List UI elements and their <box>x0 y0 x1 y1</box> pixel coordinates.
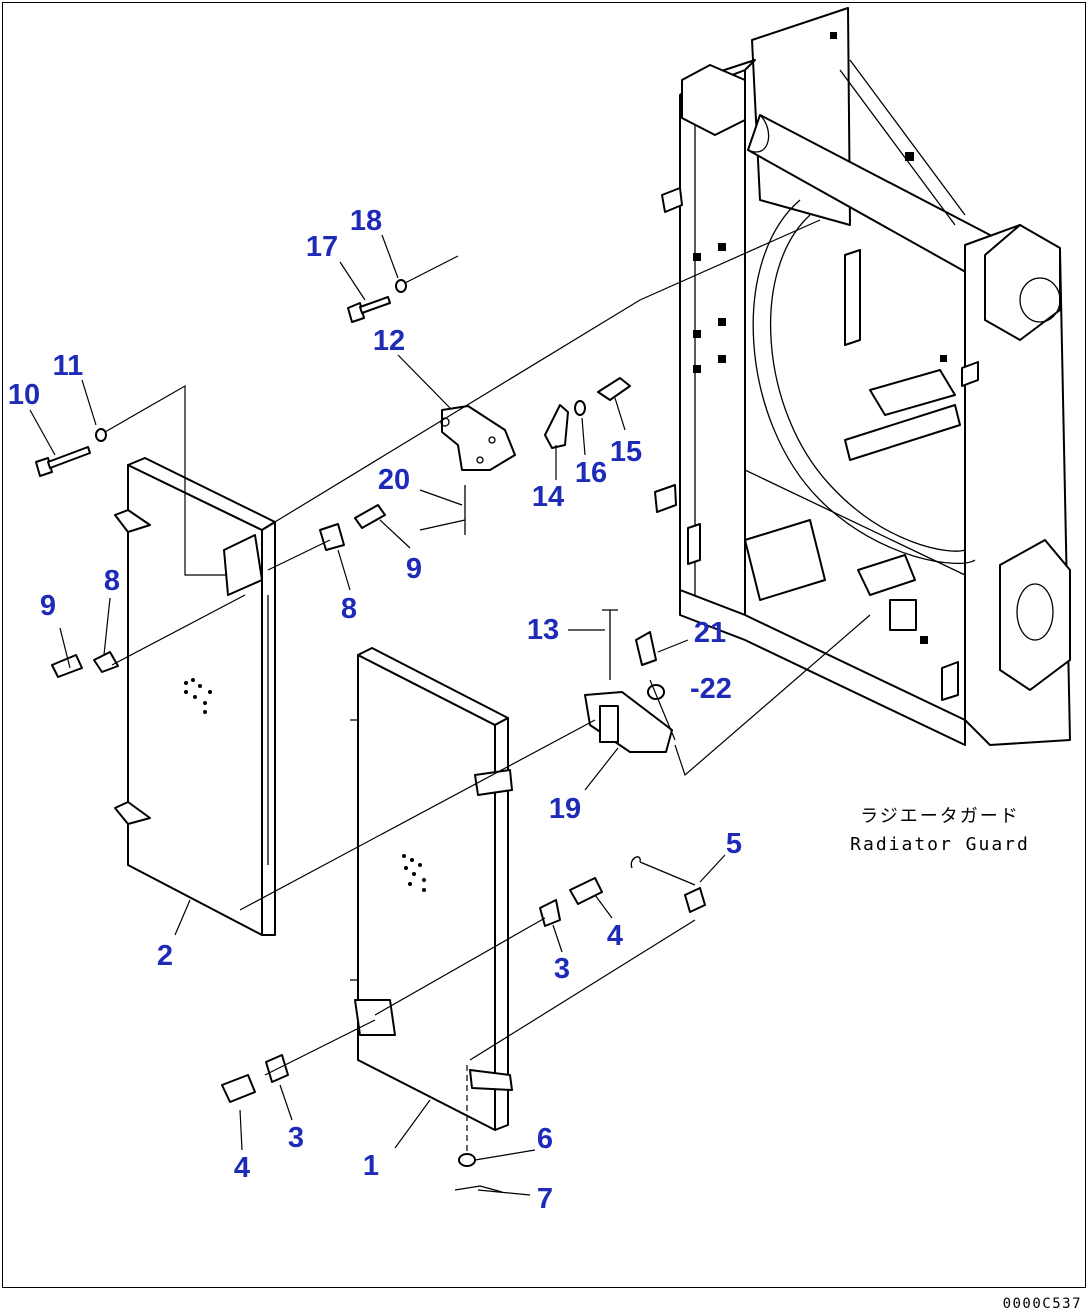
callout-21: 21 <box>694 617 726 649</box>
callout-labels: 1 2 3 3 4 4 5 6 7 8 8 9 9 10 11 12 13 14… <box>8 205 742 1215</box>
callout-12: 12 <box>373 325 405 357</box>
callout-13: 13 <box>527 614 559 646</box>
caption-japanese: ラジエータガード <box>860 806 1020 827</box>
title-caption: ラジエータガード Radiator Guard <box>850 806 1030 855</box>
panel-2 <box>114 457 276 936</box>
callout-8-upper: 8 <box>341 593 357 625</box>
callout-4-low: 4 <box>234 1152 250 1184</box>
caption-english: Radiator Guard <box>850 834 1030 855</box>
radiator-frame <box>654 7 1071 746</box>
leader-lines <box>29 234 726 1196</box>
callout-5: 5 <box>726 828 742 860</box>
callout-14: 14 <box>532 481 564 513</box>
callout-6: 6 <box>537 1123 553 1155</box>
callout-15: 15 <box>610 436 642 468</box>
drawing-border <box>2 2 1086 1288</box>
callout-3-low: 3 <box>288 1122 304 1154</box>
callout-22: -22 <box>690 673 732 705</box>
callout-9-upper: 9 <box>406 553 422 585</box>
callout-7: 7 <box>537 1183 553 1215</box>
panel-1 <box>350 647 513 1131</box>
callout-17: 17 <box>306 231 338 263</box>
callout-2: 2 <box>157 940 173 972</box>
drawing-number: 0000C537 <box>1003 1296 1082 1312</box>
callout-19: 19 <box>549 793 581 825</box>
small-parts <box>35 279 706 1193</box>
callout-18: 18 <box>350 205 382 237</box>
callout-16: 16 <box>575 457 607 489</box>
callout-10: 10 <box>8 379 40 411</box>
callout-1: 1 <box>363 1150 379 1182</box>
callout-9-left: 9 <box>40 590 56 622</box>
assembly-lines <box>104 219 871 1152</box>
callout-8-left: 8 <box>104 565 120 597</box>
callout-4-mid: 4 <box>607 920 623 952</box>
callout-3-mid: 3 <box>554 953 570 985</box>
callout-11: 11 <box>53 350 84 382</box>
callout-20: 20 <box>378 464 410 496</box>
